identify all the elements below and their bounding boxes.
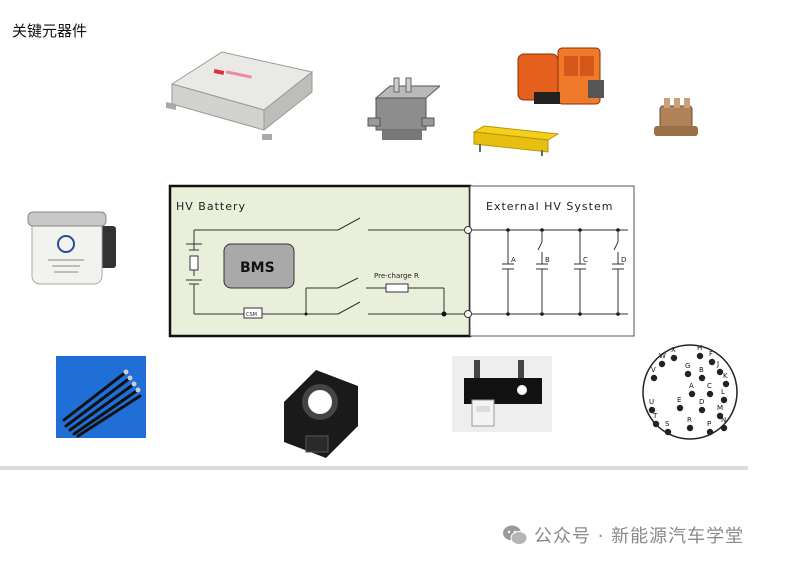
pin-hole	[686, 424, 694, 432]
pin-hole	[716, 412, 724, 420]
pin-label: U	[649, 398, 654, 406]
pin-hole	[676, 404, 684, 412]
small-connector-icon	[654, 98, 698, 136]
pin-hole	[698, 374, 706, 382]
pin-label: H	[697, 344, 702, 352]
controller-box-icon	[166, 51, 314, 140]
pin-hole	[706, 428, 714, 436]
pin-label: E	[677, 396, 681, 404]
pin-hole	[716, 368, 724, 376]
relay-icon	[367, 77, 440, 140]
pin-label: G	[685, 362, 690, 370]
pin-label: S	[665, 420, 670, 428]
pin-label: N	[721, 416, 726, 424]
battery-label: HV Battery	[176, 200, 246, 213]
pin-label: A	[689, 382, 694, 390]
wire-sensor-icon	[56, 356, 146, 438]
load-c: C	[574, 228, 588, 316]
pin-hole	[684, 370, 692, 378]
pin-label: X	[671, 346, 676, 354]
pin-label: M	[717, 404, 723, 412]
pin-label: J	[716, 360, 719, 368]
watermark: 公众号 · 新能源汽车学堂	[502, 522, 744, 548]
load-label: A	[511, 256, 516, 264]
load-a: A	[502, 228, 516, 316]
external-box	[469, 185, 635, 337]
csm-box	[243, 307, 263, 319]
battery-box	[168, 184, 472, 338]
pin-hole	[648, 406, 656, 414]
page-title: 关键元器件	[12, 22, 88, 40]
hv-circuit-diagram: HV Battery External HV System CSM BMS	[168, 184, 635, 338]
switch-icon	[452, 356, 552, 432]
pin-hole	[722, 380, 730, 388]
pin-hole	[708, 358, 716, 366]
pin-label: T	[652, 412, 658, 420]
load-label: C	[583, 256, 588, 264]
external-label: External HV System	[486, 200, 613, 213]
pin-label: V	[651, 366, 656, 374]
load-d: D	[612, 228, 626, 316]
pin-hole	[664, 428, 672, 436]
fuse-icon	[27, 211, 116, 285]
pin-label: C	[707, 382, 712, 390]
pin-hole	[698, 406, 706, 414]
pin-hole	[658, 360, 666, 368]
pin-label: K	[723, 372, 728, 380]
load-b: B	[536, 228, 550, 316]
current-sensor-icon	[284, 370, 358, 458]
pin-label: R	[687, 416, 692, 424]
pin-hole	[720, 424, 728, 432]
pin-label: L	[721, 388, 725, 396]
precharge-label: Pre-charge R	[374, 272, 419, 280]
bms-label: BMS	[240, 260, 275, 276]
pin-hole	[696, 352, 704, 360]
pin-hole	[670, 354, 678, 362]
pin-hole	[720, 396, 728, 404]
pin-label: F	[709, 350, 713, 358]
divider	[0, 466, 748, 470]
bms-box	[223, 243, 295, 289]
precharge-resistor-icon	[472, 125, 560, 156]
pin-hole	[706, 390, 714, 398]
pin-label: W	[659, 352, 666, 360]
watermark-text: 公众号 · 新能源汽车学堂	[534, 526, 745, 547]
pin-hole	[650, 374, 658, 382]
pin-label: P	[707, 420, 711, 428]
pin-label: B	[699, 366, 704, 374]
pin-hole	[652, 420, 660, 428]
orange-connector-icon	[517, 47, 604, 105]
pin-label: D	[699, 398, 704, 406]
pin-hole	[688, 390, 696, 398]
load-label: B	[545, 256, 550, 264]
csm-label: CSM	[246, 312, 257, 318]
load-label: D	[621, 256, 626, 264]
wechat-icon	[503, 525, 528, 545]
